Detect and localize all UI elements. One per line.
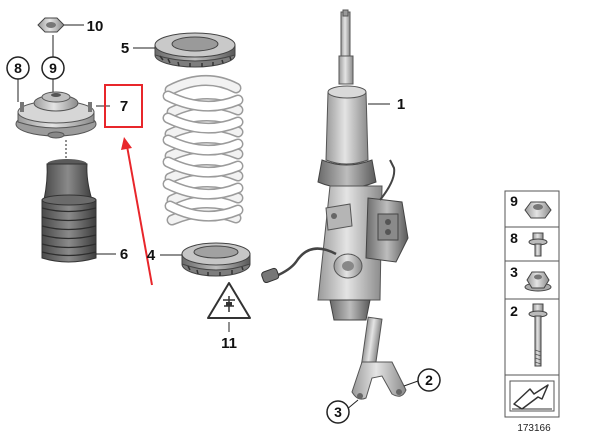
shock-absorber-strut: [261, 9, 409, 400]
svg-text:8: 8: [510, 230, 518, 246]
legend-row-8: 8: [510, 230, 548, 257]
page-arrow-icon: [509, 380, 555, 412]
highlight-arrow: [121, 137, 153, 286]
legend-row-9: 9: [510, 193, 552, 219]
leader-line-2: [403, 380, 419, 387]
lower-spring-seat: [181, 242, 251, 277]
svg-text:3: 3: [334, 404, 342, 420]
legend-row-2: 2: [510, 303, 548, 367]
callout-label-5: 5: [121, 40, 129, 57]
top-mount-nut: [37, 17, 65, 33]
callout-label-4: 4: [147, 247, 156, 264]
highlight-box-7: [104, 84, 143, 128]
warning-triangle-icon: [207, 282, 251, 319]
svg-text:3: 3: [510, 264, 518, 280]
fastener-legend: 9 8 3 2: [504, 190, 560, 418]
callout-label-6: 6: [120, 246, 128, 263]
upper-spring-seat: [154, 32, 236, 68]
callout-circle-9: 9: [41, 56, 65, 80]
dust-boot: [41, 159, 97, 263]
svg-text:9: 9: [510, 193, 518, 209]
callout-label-7: 7: [120, 98, 128, 115]
callout-label-1: 1: [397, 96, 405, 113]
svg-text:2: 2: [510, 303, 518, 319]
legend-row-3: 3: [510, 264, 552, 292]
top-mount-bearing: [15, 91, 97, 139]
image-number: 173166: [517, 423, 551, 434]
long-bolt-icon: [528, 303, 548, 367]
callout-label-10: 10: [87, 18, 104, 35]
hex-nut-icon: [524, 271, 552, 292]
svg-text:8: 8: [14, 60, 22, 76]
svg-text:9: 9: [49, 60, 57, 76]
coil-spring: [162, 74, 244, 226]
nut-icon: [524, 201, 552, 219]
svg-text:2: 2: [425, 372, 433, 388]
callout-circle-2: 2: [417, 368, 441, 392]
callout-circle-3: 3: [326, 400, 350, 424]
callout-label-11: 11: [221, 335, 237, 352]
callout-circle-8: 8: [6, 56, 30, 80]
flange-bolt-icon: [528, 232, 548, 257]
